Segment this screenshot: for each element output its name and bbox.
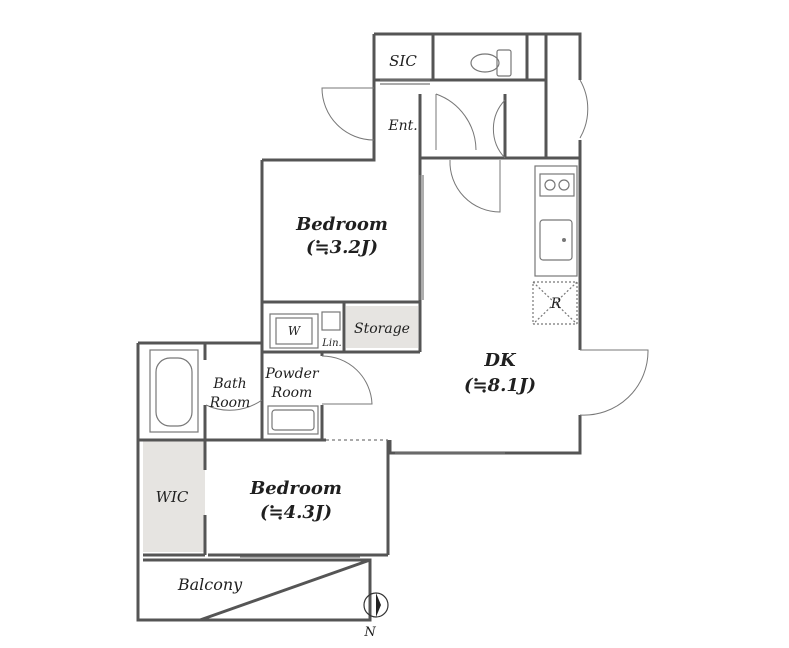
- doors: [205, 79, 649, 558]
- balcony-edge: [199, 558, 371, 622]
- washer-icon: [275, 317, 313, 345]
- label-entrance: Ent.: [387, 118, 417, 134]
- label-balcony: Balcony: [177, 575, 243, 594]
- washer-box: [269, 313, 319, 349]
- wic-room: [143, 440, 205, 552]
- compass-icon: [363, 592, 389, 618]
- label-bedroom1-name: Bedroom: [295, 214, 388, 235]
- label-bath-line2: Room: [209, 395, 251, 411]
- label-bedroom2-name: Bedroom: [249, 478, 342, 499]
- toilet-icon: [470, 49, 512, 77]
- refrigerator-space: [532, 281, 578, 325]
- kitchen-counter: [534, 165, 578, 277]
- label-bedroom1-size: (≒3.2J): [306, 237, 378, 258]
- washer-area-bg: [266, 310, 342, 352]
- bathtub-icon: [149, 349, 199, 433]
- label-wic: WIC: [156, 488, 189, 506]
- label-bedroom2-size: (≒4.3J): [260, 502, 332, 523]
- label-dk-name: DK: [483, 350, 517, 371]
- label-refrigerator: R: [550, 296, 562, 312]
- label-powder-line1: Powder: [264, 366, 320, 382]
- label-sic: SIC: [389, 52, 417, 70]
- storage-room: [346, 306, 418, 348]
- label-storage: Storage: [354, 321, 410, 337]
- compass-label: N: [363, 625, 376, 640]
- label-dk-size: (≒8.1J): [464, 375, 536, 396]
- label-washer: W: [288, 324, 302, 338]
- label-powder-line2: Room: [271, 385, 313, 401]
- linen-box: [321, 311, 341, 331]
- label-linen: Lin.: [321, 338, 341, 349]
- sink-icon: [267, 405, 319, 435]
- label-bath-line1: Bath: [212, 376, 246, 392]
